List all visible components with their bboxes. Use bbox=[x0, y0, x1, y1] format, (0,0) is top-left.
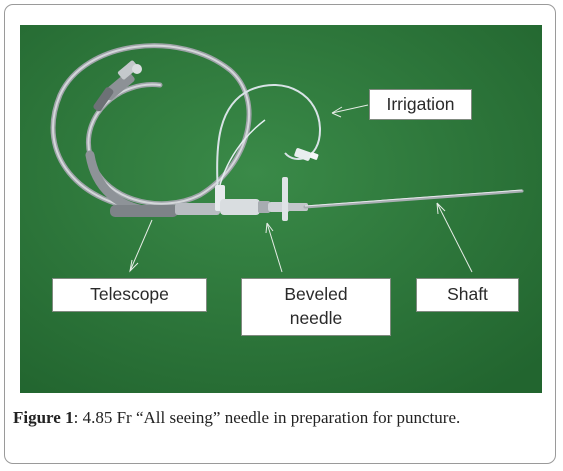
telescope-label: Telescope bbox=[52, 278, 207, 312]
caption-label: Figure 1 bbox=[13, 408, 74, 427]
needle-wing-hub bbox=[282, 177, 288, 221]
figure-photo bbox=[20, 25, 542, 393]
telescope-eyepiece bbox=[93, 60, 142, 112]
needle-assembly bbox=[175, 177, 308, 221]
shaft-pointer bbox=[436, 202, 473, 273]
caption-text: 4.85 Fr “All seeing” needle in preparati… bbox=[82, 408, 461, 427]
irrigation-pointer bbox=[331, 104, 369, 114]
caption-separator: : bbox=[73, 408, 83, 427]
pointer-lines bbox=[129, 104, 473, 273]
beveled-needle-label: Beveled needle bbox=[241, 278, 391, 336]
irrigation-luer-connector bbox=[294, 148, 319, 161]
needle-shaft bbox=[303, 189, 524, 209]
figure-caption: Figure 1: 4.85 Fr “All seeing” needle in… bbox=[13, 408, 549, 428]
needle-photo-illustration bbox=[20, 25, 542, 393]
irrigation-label: Irrigation bbox=[369, 89, 472, 120]
shaft-label: Shaft bbox=[416, 278, 519, 312]
telescope-pointer bbox=[129, 219, 153, 272]
beveled-needle-pointer bbox=[266, 222, 283, 273]
telescope-grip bbox=[110, 205, 178, 217]
